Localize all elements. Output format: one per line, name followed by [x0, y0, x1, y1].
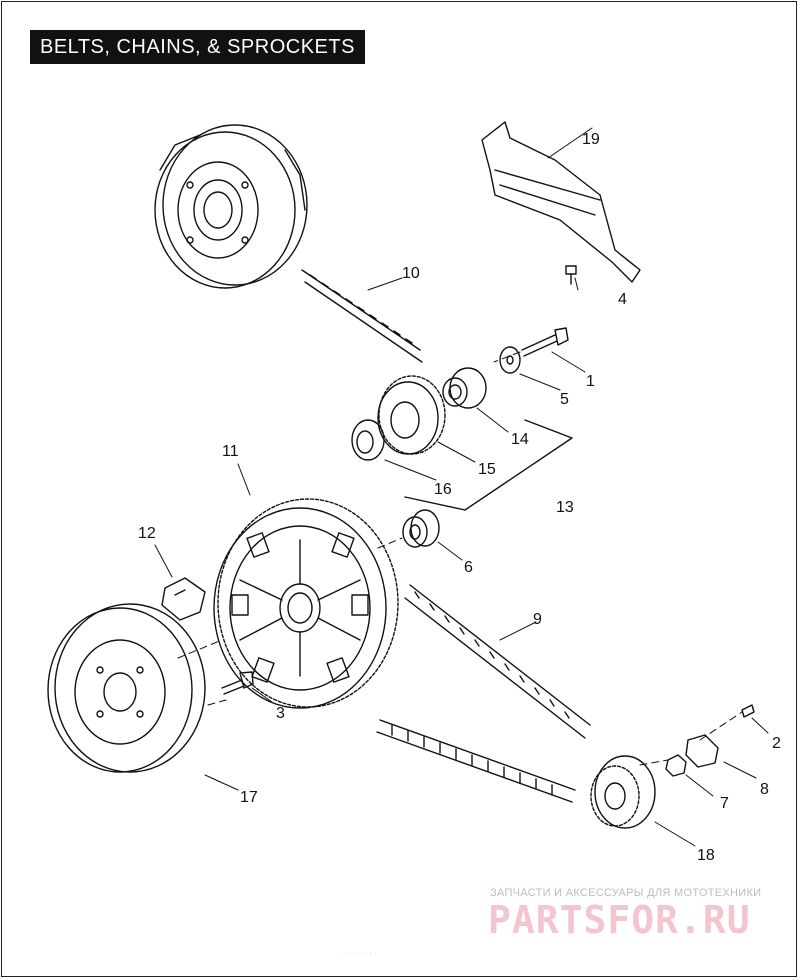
- callout-labels: 1 2 3 4 5 6 7 8 9 10 11 12 13 14 15 16 1…: [138, 131, 781, 864]
- bolt-1-drawing: [521, 327, 569, 357]
- leader-lines: [154, 127, 769, 847]
- assembly-centerlines: [177, 351, 743, 766]
- clutch-sprocket-drawing: [154, 124, 308, 289]
- diagram-title: BELTS, CHAINS, & SPROCKETS: [30, 30, 365, 64]
- washer-5-drawing: [499, 346, 521, 374]
- bearing-6-drawing: [402, 509, 440, 548]
- watermark-subtitle: ЗАПЧАСТИ И АКСЕССУАРЫ ДЛЯ МОТОТЕХНИКИ: [490, 887, 762, 899]
- callout-5: 5: [560, 391, 569, 408]
- callout-8: 8: [760, 781, 769, 798]
- spacer-14-drawing: [442, 367, 487, 409]
- primary-chain-drawing: [301, 269, 423, 363]
- callout-9: 9: [533, 611, 542, 628]
- callout-14: 14: [511, 431, 529, 448]
- engine-sprocket-15-drawing: [377, 375, 446, 455]
- callout-4: 4: [618, 291, 627, 308]
- callout-bracket-13: [404, 419, 573, 511]
- belt-guard-drawing: [481, 121, 641, 283]
- callout-19: 19: [582, 131, 600, 148]
- callout-18: 18: [697, 847, 715, 864]
- secondary-belt-lower-drawing: [376, 719, 576, 803]
- insert-12-drawing: [161, 577, 206, 621]
- lock-plate-8-drawing: [685, 734, 719, 768]
- callout-7: 7: [720, 795, 729, 812]
- callout-2: 2: [772, 735, 781, 752]
- callout-1: 1: [586, 373, 595, 390]
- footer-code: · · · · · · · · ·: [340, 950, 377, 957]
- callout-12: 12: [138, 525, 156, 542]
- bolt-3-drawing: [221, 671, 254, 695]
- callout-15: 15: [478, 461, 496, 478]
- screw-2-drawing: [741, 704, 755, 718]
- transmission-pulley-18-drawing: [590, 755, 656, 829]
- callout-16: 16: [434, 481, 452, 498]
- callout-3: 3: [276, 705, 285, 722]
- callout-17: 17: [240, 789, 258, 806]
- callout-6: 6: [464, 559, 473, 576]
- callout-13: 13: [556, 499, 574, 516]
- bolt-4-drawing: [565, 265, 577, 285]
- callout-10: 10: [402, 265, 420, 282]
- brake-rotor-17-drawing: [47, 603, 206, 773]
- watermark-brand: PARTSFOR.RU: [488, 898, 751, 942]
- compensator-16-drawing: [351, 419, 385, 461]
- rear-pulley-11-drawing: [213, 498, 399, 709]
- secondary-belt-upper-drawing: [404, 584, 591, 739]
- nut-7-drawing: [665, 754, 687, 777]
- callout-11: 11: [222, 443, 239, 460]
